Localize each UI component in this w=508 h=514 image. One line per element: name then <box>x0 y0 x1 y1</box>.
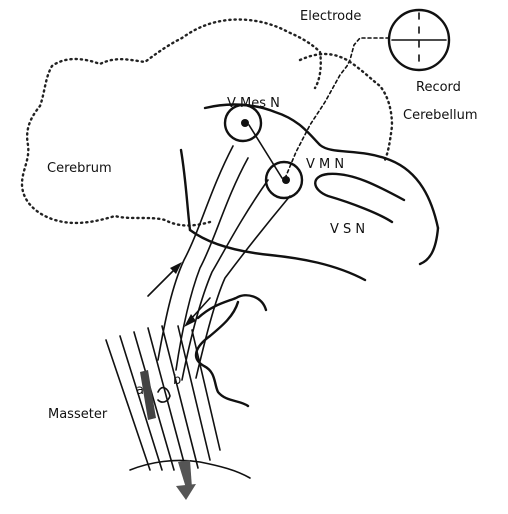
a-label: a <box>136 383 144 398</box>
brainstem-outline <box>181 105 438 280</box>
masseter-label: Masseter <box>48 407 108 422</box>
jaw-force-arrow <box>176 460 196 500</box>
cerebellum-label: Cerebellum <box>403 108 478 123</box>
fourth-ventricle <box>315 174 404 222</box>
cerebrum-label: Cerebrum <box>47 161 112 176</box>
b-label: b <box>173 373 181 388</box>
electrode-label: Electrode <box>300 9 361 24</box>
cerebrum-outline <box>22 20 321 226</box>
masseter-muscle <box>106 326 250 478</box>
cerebellum-outline <box>300 54 392 162</box>
v-motor-nucleus <box>266 162 302 198</box>
record-label: Record <box>416 80 461 95</box>
v-s-n-label: V S N <box>330 222 365 237</box>
record-scope <box>389 10 449 70</box>
v-m-n-label: V M N <box>306 157 344 172</box>
internuclear-connection <box>249 125 282 178</box>
v-mes-n-label: V Mes N <box>227 96 280 111</box>
nerve-fibers <box>158 146 290 380</box>
